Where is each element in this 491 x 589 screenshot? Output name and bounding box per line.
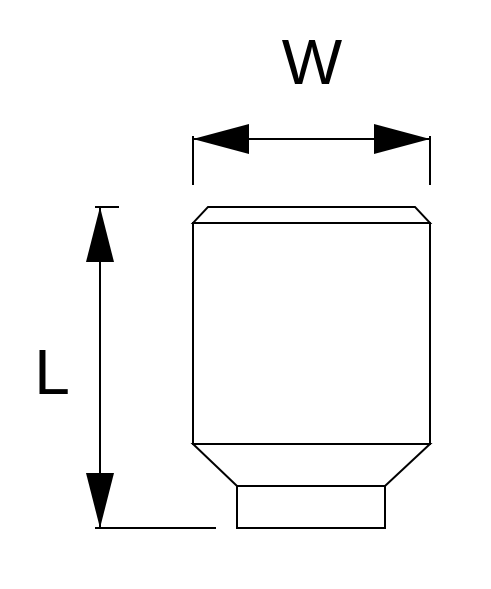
width-dimension: W [192,26,431,185]
part-tip [236,485,386,529]
width-label: W [282,26,343,98]
length-dimension: L [34,206,216,529]
length-arrow-bottom-icon [86,473,114,528]
length-label: L [34,336,70,408]
part-outline [190,206,433,529]
width-arrow-right-icon [374,124,430,154]
part-body [192,222,431,445]
part-bottom-taper [190,443,433,487]
part-top-chamfer [190,206,433,224]
length-arrow-top-icon [86,207,114,262]
width-arrow-left-icon [193,124,249,154]
